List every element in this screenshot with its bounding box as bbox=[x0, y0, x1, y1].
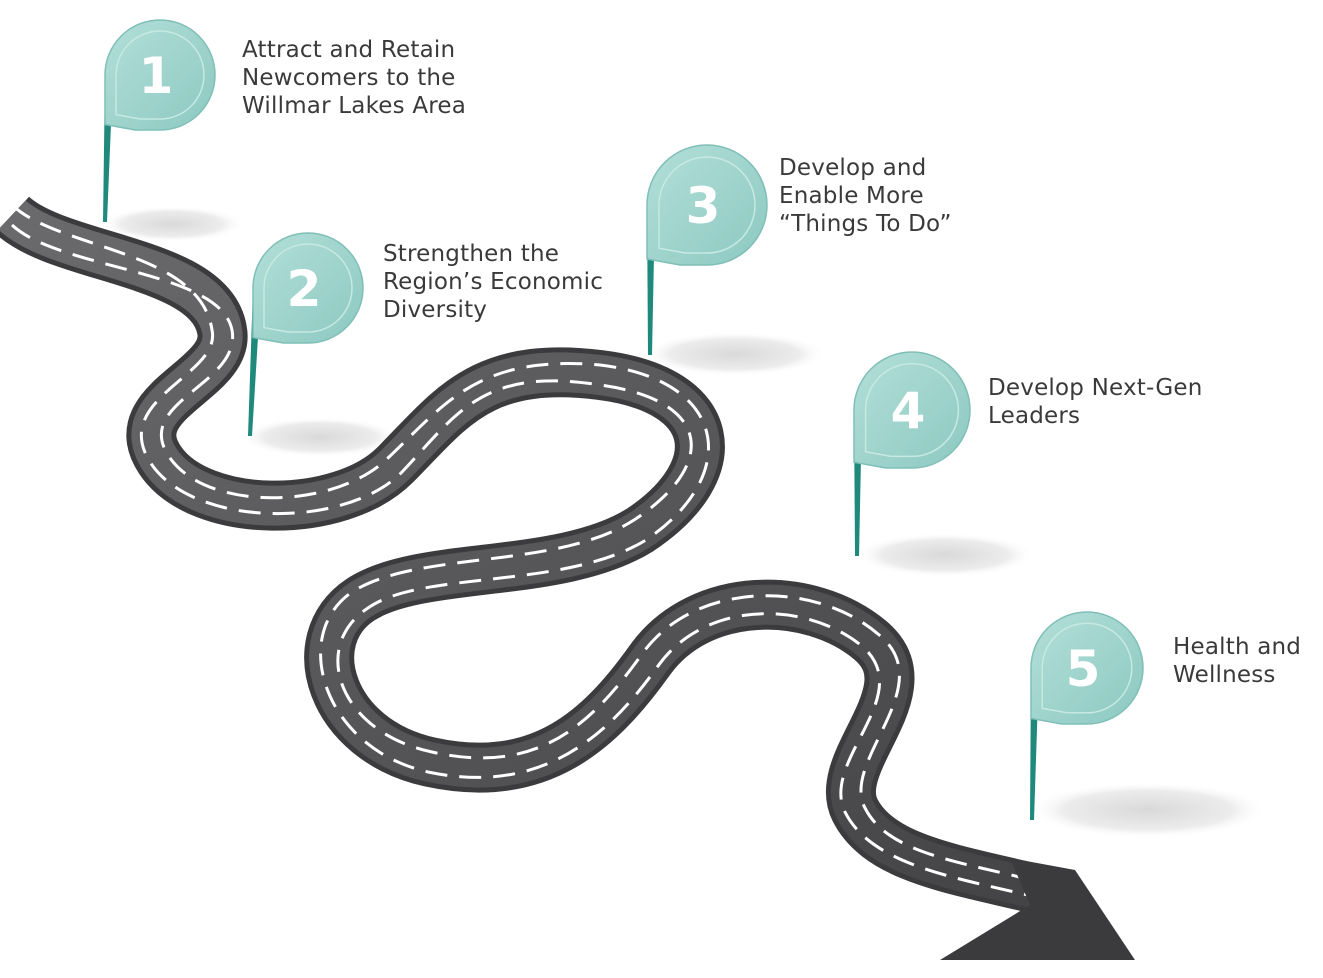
step-3-label: Develop and Enable More “Things To Do” bbox=[779, 155, 952, 237]
road-arrow-head bbox=[940, 858, 1135, 960]
step-1-label: Attract and Retain Newcomers to the Will… bbox=[242, 37, 467, 119]
step-2-label: Strengthen the Region’s Economic Diversi… bbox=[383, 241, 604, 323]
pin-inner-ring bbox=[864, 362, 960, 458]
pin-inner-ring bbox=[658, 156, 756, 254]
pin-shadows bbox=[100, 206, 1268, 838]
pin-number: 5 bbox=[1066, 640, 1101, 698]
pins: 1 2 3 4 5 bbox=[103, 19, 1144, 820]
pin-1: 1 bbox=[103, 19, 216, 222]
pin-body bbox=[252, 232, 364, 344]
road-surface bbox=[0, 199, 1045, 910]
pin-body bbox=[646, 144, 768, 266]
pin-number: 3 bbox=[686, 177, 721, 235]
pin-3: 3 bbox=[646, 144, 768, 355]
step-4-label: Develop Next-Gen Leaders bbox=[988, 375, 1203, 429]
pin-number: 4 bbox=[891, 382, 926, 440]
pin-body bbox=[104, 19, 216, 131]
pin-number: 1 bbox=[139, 47, 174, 105]
pin-5: 5 bbox=[1030, 611, 1144, 820]
winding-road bbox=[0, 195, 1135, 960]
pin-body bbox=[853, 351, 971, 469]
pin-shadow-1 bbox=[100, 206, 244, 242]
pin-2: 2 bbox=[248, 232, 364, 436]
pin-inner-ring bbox=[115, 30, 205, 120]
road-lane-right bbox=[10, 223, 1041, 884]
pin-body bbox=[1030, 611, 1144, 725]
pin-4: 4 bbox=[853, 351, 971, 556]
pin-shadow-2 bbox=[240, 417, 400, 457]
road-lane-left bbox=[10, 203, 1041, 900]
pin-shadow-4 bbox=[855, 533, 1035, 577]
pin-shadow-3 bbox=[643, 332, 827, 376]
pin-inner-ring bbox=[1041, 622, 1133, 714]
pin-inner-ring bbox=[263, 243, 353, 333]
step-5-label: Health and Wellness bbox=[1173, 634, 1302, 688]
pin-shadow-5 bbox=[1028, 782, 1268, 838]
pin-number: 2 bbox=[287, 260, 322, 318]
